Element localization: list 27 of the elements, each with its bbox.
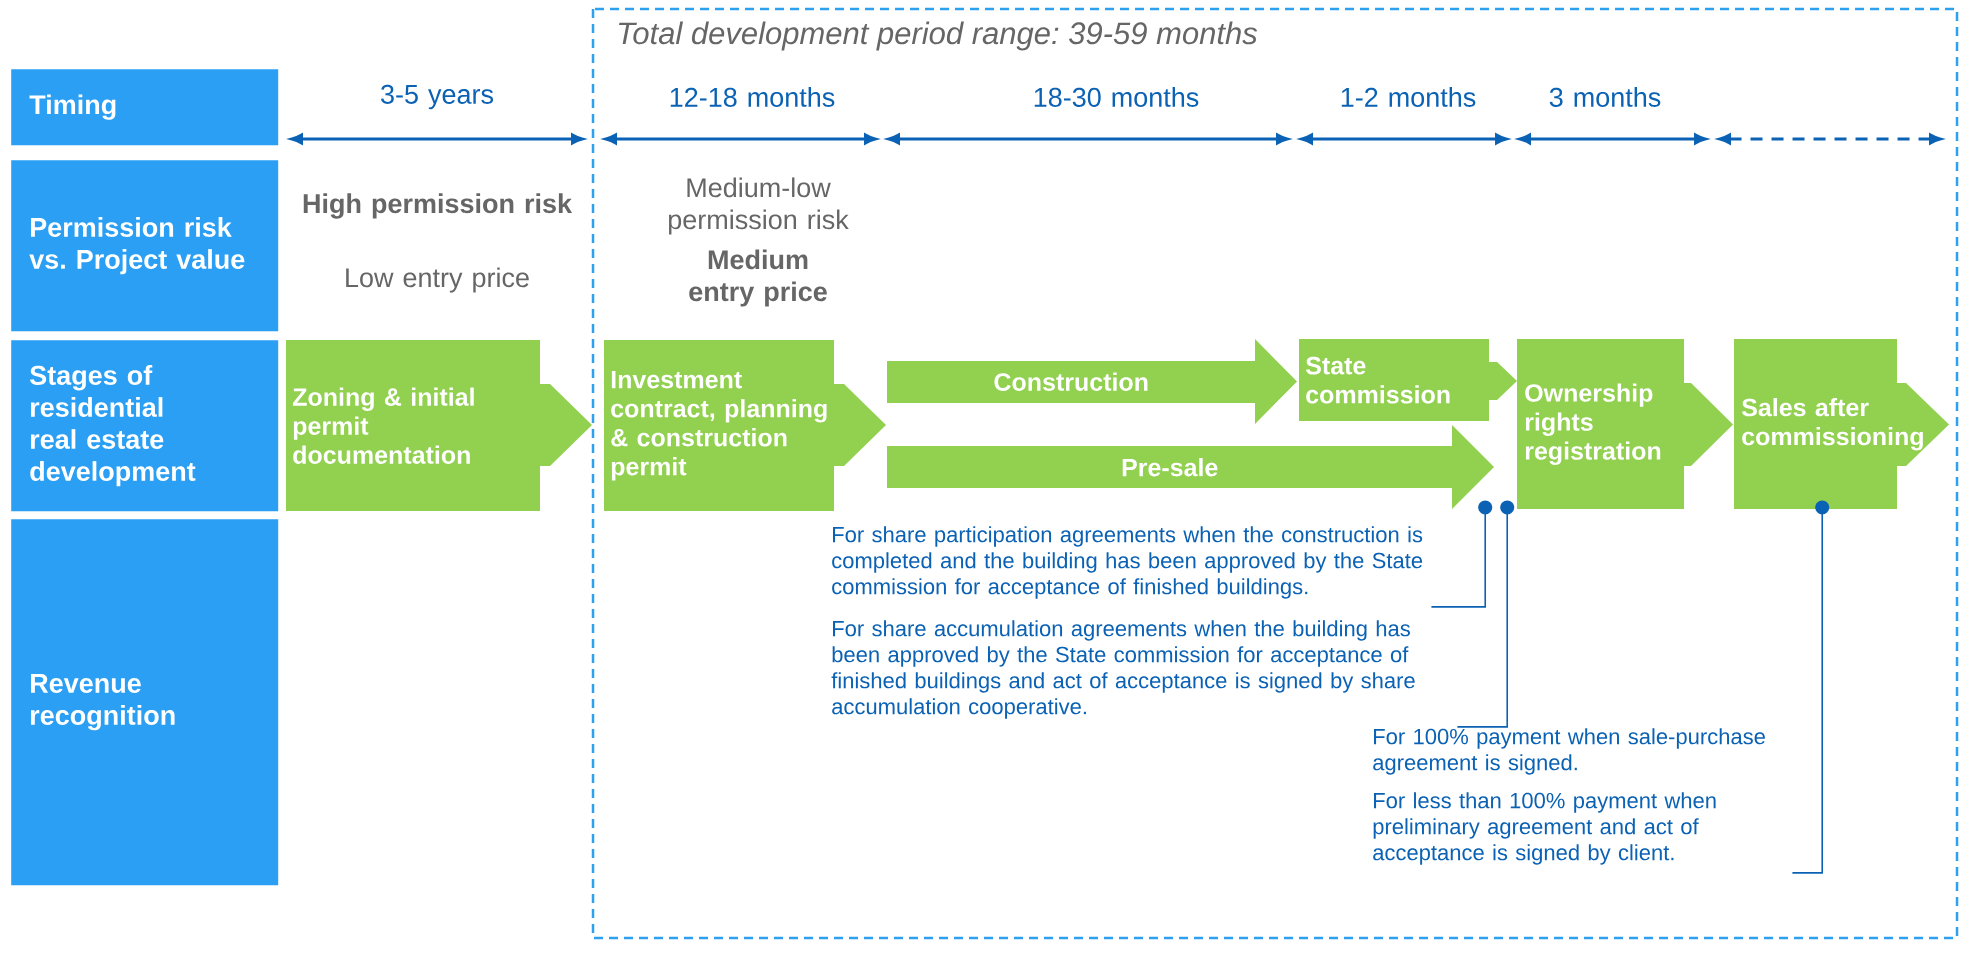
duration-label: 18-30 months (1034, 87, 1199, 107)
annotation-text: For 100% payment when sale-purchase agreement is signed. For less than 100% payment when preliminary agreement and act of acceptance is signed by client. (1373, 728, 1765, 865)
risk-label: Medium entry price (689, 249, 827, 307)
annotation-text: For share accumulation agreements when the building has been approved by the State commission for acceptance of finished buildings and act of acceptance is signed by share accumulation cooperative. (831, 620, 1415, 719)
row-header: Stages of residential real estate development (11, 340, 279, 512)
stage-block: Sales after commissioning (1734, 339, 1949, 509)
risk-label: Medium-low permission risk (669, 177, 849, 235)
duration-label: 3 months (1549, 87, 1661, 107)
title: Total development period range: 39-59 months (619, 21, 1258, 51)
leader-line (1456, 500, 1515, 728)
annotation-text: For share participation agreements when the construction is completed and the building has been approved by the State commission for acceptance of finished buildings. (832, 526, 1423, 599)
stage-block: Investment contract, planning & construction permit (604, 340, 886, 511)
row-header: Permission risk vs. Project value (11, 160, 279, 332)
stage-block: Pre-sale (887, 425, 1494, 509)
row-header: Timing (11, 69, 279, 146)
duration-label: 3-5 years (381, 84, 494, 110)
stage-block: Construction (887, 339, 1297, 424)
duration-label: 1-2 months (1341, 87, 1476, 107)
risk-label: High permission risk (303, 193, 573, 219)
stage-block: Ownership rights registration (1517, 339, 1733, 509)
risk-label: Low entry price (346, 267, 529, 293)
stage-block: Zoning & initial permit documentation (286, 340, 592, 511)
leader-line (1430, 500, 1493, 608)
duration-label: 12-18 months (670, 87, 835, 107)
stage-block: State commission (1299, 339, 1517, 421)
leader-line (1791, 500, 1830, 874)
row-header: Revenue recognition (11, 519, 279, 886)
